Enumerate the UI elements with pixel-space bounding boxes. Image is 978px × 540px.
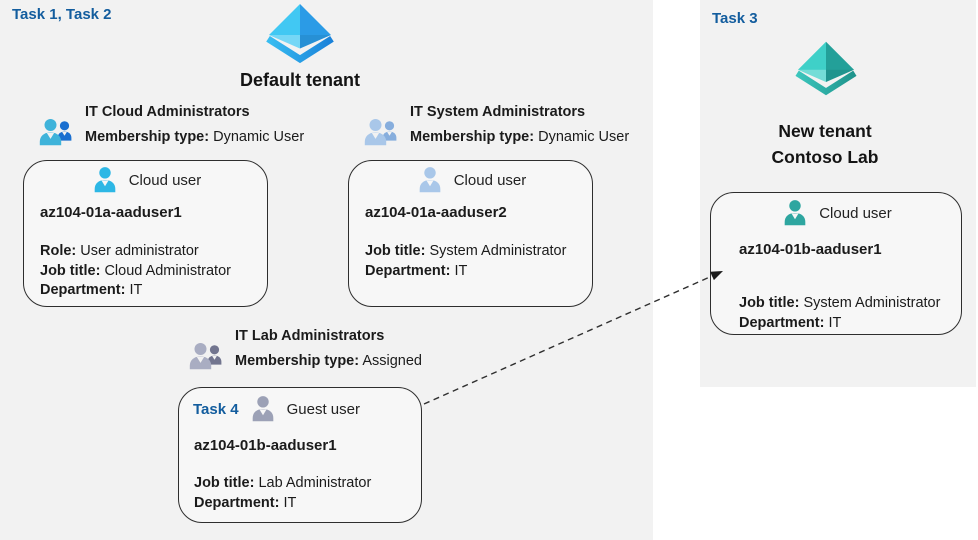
field-label: Department: — [40, 282, 126, 298]
field-line: Job title: Lab Administrator — [194, 474, 421, 494]
field-label: Job title: — [40, 262, 101, 279]
task-3-label: Task 3 — [712, 10, 758, 27]
field-value: IT — [283, 494, 297, 511]
field-value: IT — [828, 314, 842, 331]
group-it-system-administrators: IT System Administrators Membership type… — [363, 100, 629, 150]
field-value: IT — [129, 282, 143, 298]
field-line: Department: IT — [194, 494, 421, 514]
field-label: Department: — [194, 494, 280, 511]
field-line: Department: IT — [40, 281, 267, 301]
user-card-new-tenant-aaduser1: Cloud user az104-01b-aaduser1 Job title:… — [710, 192, 962, 335]
user-fields: Job title: System Administrator Departme… — [365, 242, 592, 281]
card-header: Cloud user — [24, 165, 267, 195]
cloud-user-icon — [419, 167, 441, 193]
user-card-aaduser2: Cloud user az104-01a-aaduser2 Job title:… — [348, 160, 593, 307]
new-tenant-title-line2: Contoso Lab — [771, 147, 879, 167]
user-fields: Role: User administrator Job title: Clou… — [40, 242, 267, 301]
group-icon — [39, 119, 72, 146]
new-tenant-title: New tenant Contoso Lab — [722, 118, 928, 170]
default-tenant-icon — [266, 3, 334, 64]
membership-label: Membership type: — [235, 353, 360, 369]
user-fields: Job title: Lab Administrator Department:… — [194, 474, 421, 513]
group-membership: Membership type: Assigned — [235, 349, 422, 374]
user-type-label: Guest user — [286, 400, 360, 418]
group-it-cloud-administrators: IT Cloud Administrators Membership type:… — [38, 100, 304, 150]
user-name: az104-01b-aaduser1 — [194, 437, 337, 454]
field-label: Department: — [739, 314, 825, 331]
field-value: System Administrator — [429, 243, 567, 259]
group-it-lab-administrators: IT Lab Administrators Membership type: A… — [188, 324, 422, 374]
guest-user-card-aaduser1: Task 4 Guest user az104-01b-aaduser1 Job… — [178, 387, 422, 523]
field-value: IT — [454, 262, 468, 279]
group-icon — [364, 119, 397, 146]
user-name: az104-01a-aaduser2 — [365, 204, 507, 221]
field-value: System Administrator — [803, 295, 941, 311]
field-value: User administrator — [80, 243, 199, 259]
default-tenant-title: Default tenant — [239, 70, 360, 90]
cloud-user-icon — [784, 200, 806, 226]
task-4-label: Task 4 — [193, 400, 239, 418]
new-tenant-icon — [795, 41, 857, 96]
field-line: Department: IT — [739, 314, 961, 334]
membership-label: Membership type: — [410, 129, 535, 145]
card-header: Cloud user — [349, 165, 592, 195]
user-type-label: Cloud user — [453, 171, 527, 189]
field-line: Department: IT — [365, 262, 592, 282]
user-type-label: Cloud user — [128, 171, 202, 189]
field-line: Job title: System Administrator — [365, 242, 592, 262]
field-label: Department: — [365, 262, 451, 279]
membership-label: Membership type: — [85, 129, 210, 145]
field-line: Job title: System Administrator — [739, 294, 961, 314]
group-title: IT System Administrators — [410, 104, 586, 120]
new-tenant-title-line1: New tenant — [778, 121, 872, 141]
field-label: Role: — [40, 243, 77, 259]
card-header: Task 4 Guest user — [179, 394, 421, 424]
user-card-aaduser1: Cloud user az104-01a-aaduser1 Role: User… — [23, 160, 268, 307]
group-membership: Membership type: Dynamic User — [85, 125, 304, 150]
field-label: Job title: — [365, 243, 426, 259]
user-name: az104-01b-aaduser1 — [739, 241, 882, 258]
membership-value: Dynamic User — [538, 129, 630, 145]
membership-value: Dynamic User — [213, 129, 305, 145]
group-membership: Membership type: Dynamic User — [410, 125, 629, 150]
field-value: Lab Administrator — [258, 475, 372, 491]
user-fields: Job title: System Administrator Departme… — [739, 294, 961, 333]
field-line: Role: User administrator — [40, 242, 267, 262]
membership-value: Assigned — [362, 353, 422, 369]
card-header: Cloud user — [711, 198, 961, 228]
guest-user-icon — [252, 396, 273, 422]
field-label: Job title: — [739, 295, 800, 311]
task-1-2-label: Task 1, Task 2 — [12, 6, 112, 23]
cloud-user-icon — [94, 167, 116, 193]
user-name: az104-01a-aaduser1 — [40, 204, 182, 221]
group-icon — [189, 343, 222, 370]
field-value: Cloud Administrator — [104, 262, 231, 279]
group-title: IT Lab Administrators — [235, 328, 385, 344]
user-type-label: Cloud user — [819, 204, 892, 222]
field-label: Job title: — [194, 475, 255, 491]
group-title: IT Cloud Administrators — [85, 104, 250, 120]
field-line: Job title: Cloud Administrator — [40, 262, 267, 282]
